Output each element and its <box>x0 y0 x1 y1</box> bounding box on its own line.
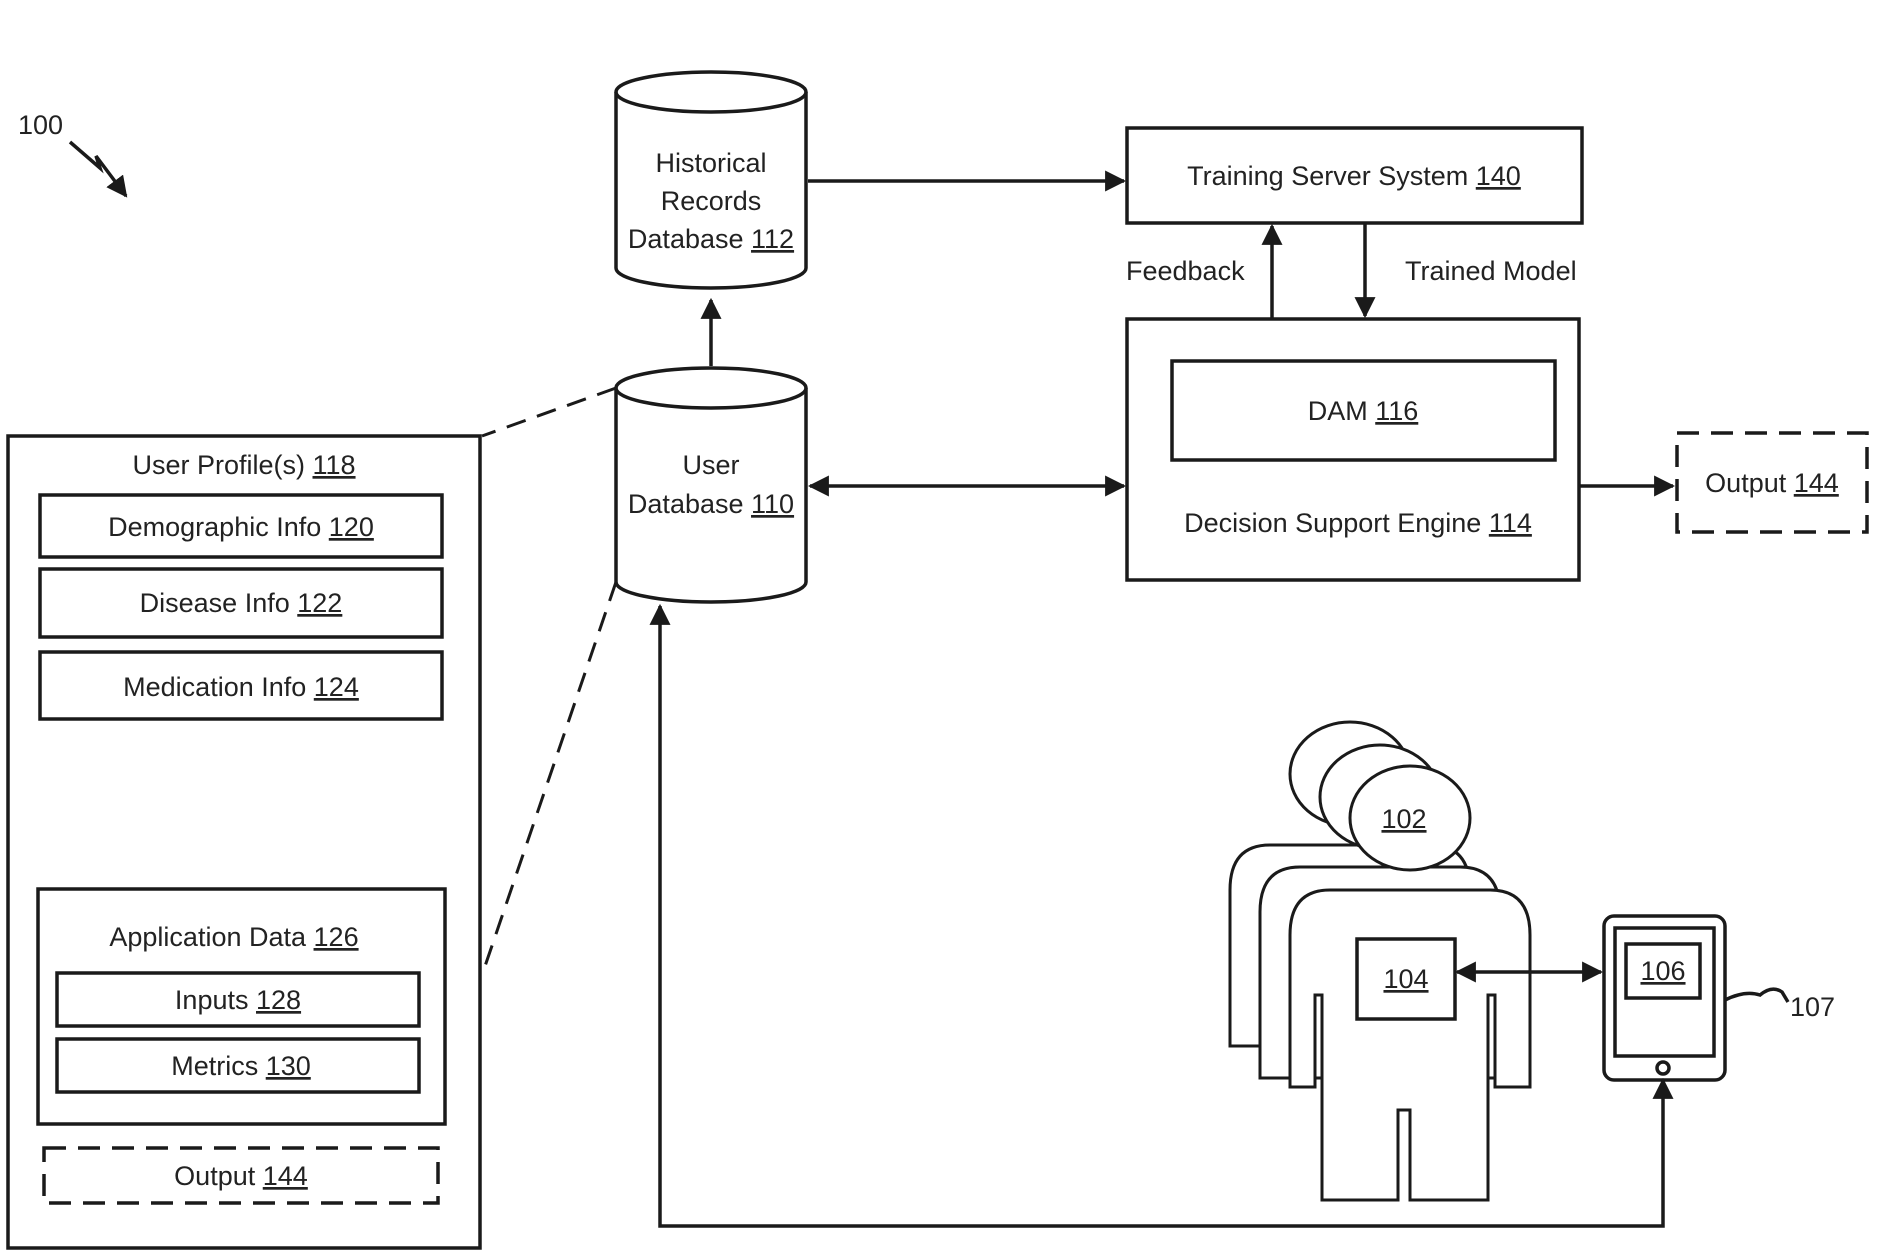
historical-db-line-1: Historical <box>655 148 766 178</box>
output-right-box: Output 144 <box>1677 433 1867 532</box>
figure-ref-label: 100 <box>18 110 63 140</box>
application-data-title: Application Data 126 <box>109 922 358 952</box>
medication-info-label: Medication Info 124 <box>123 672 359 702</box>
demographic-info-label: Demographic Info 120 <box>108 512 374 542</box>
feedback-label: Feedback <box>1126 256 1245 286</box>
inputs-label: Inputs 128 <box>175 985 301 1015</box>
users-ref-label: 102 <box>1381 804 1426 834</box>
user-profile-title: User Profile(s) 118 <box>132 450 355 480</box>
figure-ref-arrow <box>70 142 126 196</box>
user-profile-panel: User Profile(s) 118 Demographic Info 120… <box>8 436 480 1248</box>
output-right-label: Output 144 <box>1705 468 1839 498</box>
device-leader-line <box>1725 989 1788 1002</box>
device-ref-label: 107 <box>1790 992 1835 1022</box>
callout-line-bottom <box>482 582 616 975</box>
user-body <box>1290 890 1530 1200</box>
user-db-line-1: User <box>682 450 739 480</box>
user-db-line-2: Database 110 <box>628 489 794 519</box>
mobile-device: 106 107 <box>1604 916 1835 1080</box>
training-server-label: Training Server System 140 <box>1187 161 1521 191</box>
training-server-system: Training Server System 140 <box>1127 128 1582 223</box>
user-database: User Database 110 <box>616 368 806 602</box>
users-group: 102 104 <box>1230 722 1530 1200</box>
historical-db-line-3: Database 112 <box>628 224 794 254</box>
callout-line-top <box>482 388 616 436</box>
output-profile-label: Output 144 <box>174 1161 308 1191</box>
metrics-label: Metrics 130 <box>171 1051 311 1081</box>
app-ref-label: 106 <box>1640 956 1685 986</box>
historical-db-line-2: Records <box>661 186 762 216</box>
decision-support-engine: DAM 116 Decision Support Engine 114 <box>1127 319 1579 580</box>
trained-model-label: Trained Model <box>1405 256 1577 286</box>
home-button-icon <box>1657 1062 1669 1074</box>
sensor-ref-label: 104 <box>1383 964 1428 994</box>
decision-engine-label: Decision Support Engine 114 <box>1184 508 1532 538</box>
dam-label: DAM 116 <box>1308 396 1419 426</box>
historical-records-database: Historical Records Database 112 <box>616 72 806 288</box>
disease-info-label: Disease Info 122 <box>140 588 343 618</box>
